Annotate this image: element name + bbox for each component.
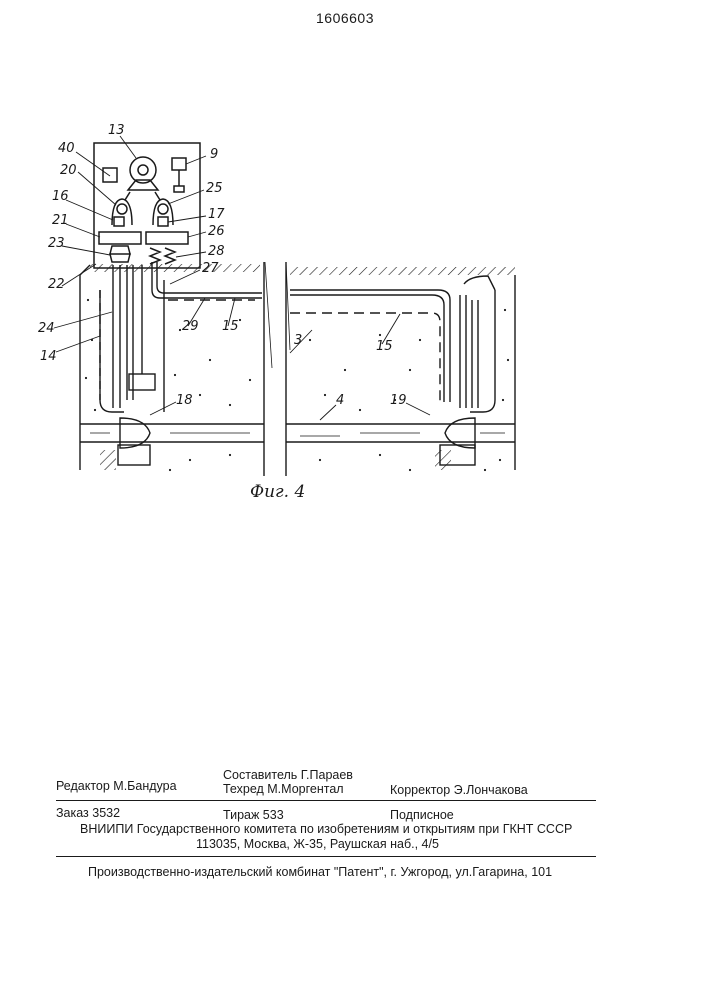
address: 113035, Москва, Ж-35, Раушская наб., 4/5 [196,837,439,851]
control-cabinet [94,143,200,268]
label-24: 24 [38,321,55,336]
label-27: 27 [202,261,219,276]
label-40: 40 [58,141,75,156]
label-15-left: 15 [222,319,239,334]
small-square [103,168,117,182]
label-9: 9 [210,147,218,162]
label-29: 29 [182,319,199,334]
techred: Техред М.Моргентал [223,782,344,796]
label-28: 28 [208,244,225,259]
label-14: 14 [40,349,57,364]
label-3: 3 [294,333,302,348]
editor: Редактор М.Бандура [56,779,177,793]
figure-caption: Фиг. 4 [250,482,305,502]
label-18: 18 [176,393,193,408]
label-21: 21 [52,213,69,228]
divider-top [56,800,596,801]
subscription: Подписное [390,808,454,822]
label-20: 20 [60,163,77,178]
publisher: Производственно-издательский комбинат "П… [88,865,552,879]
compiler: Составитель Г.Параев [223,768,353,782]
label-26: 26 [208,224,225,239]
corrector: Корректор Э.Лончакова [390,783,528,797]
motor-13 [130,157,156,183]
label-15-right: 15 [376,339,393,354]
label-17: 17 [208,207,225,222]
label-22: 22 [48,277,65,292]
divider-bottom [56,856,596,857]
organization: ВНИИПИ Государственного комитета по изоб… [80,822,572,836]
figure-4-drawing: 13 40 9 20 25 16 17 21 26 23 28 22 27 24… [0,0,707,520]
label-4: 4 [336,393,344,408]
order: Заказ 3532 [56,806,120,820]
label-13: 13 [108,123,125,138]
label-19: 19 [390,393,407,408]
ground-hatch-left [90,264,260,272]
label-23: 23 [48,236,65,251]
label-25: 25 [206,181,223,196]
ground-hatch-right [290,267,515,275]
label-16: 16 [52,189,69,204]
circulation: Тираж 533 [223,808,284,822]
